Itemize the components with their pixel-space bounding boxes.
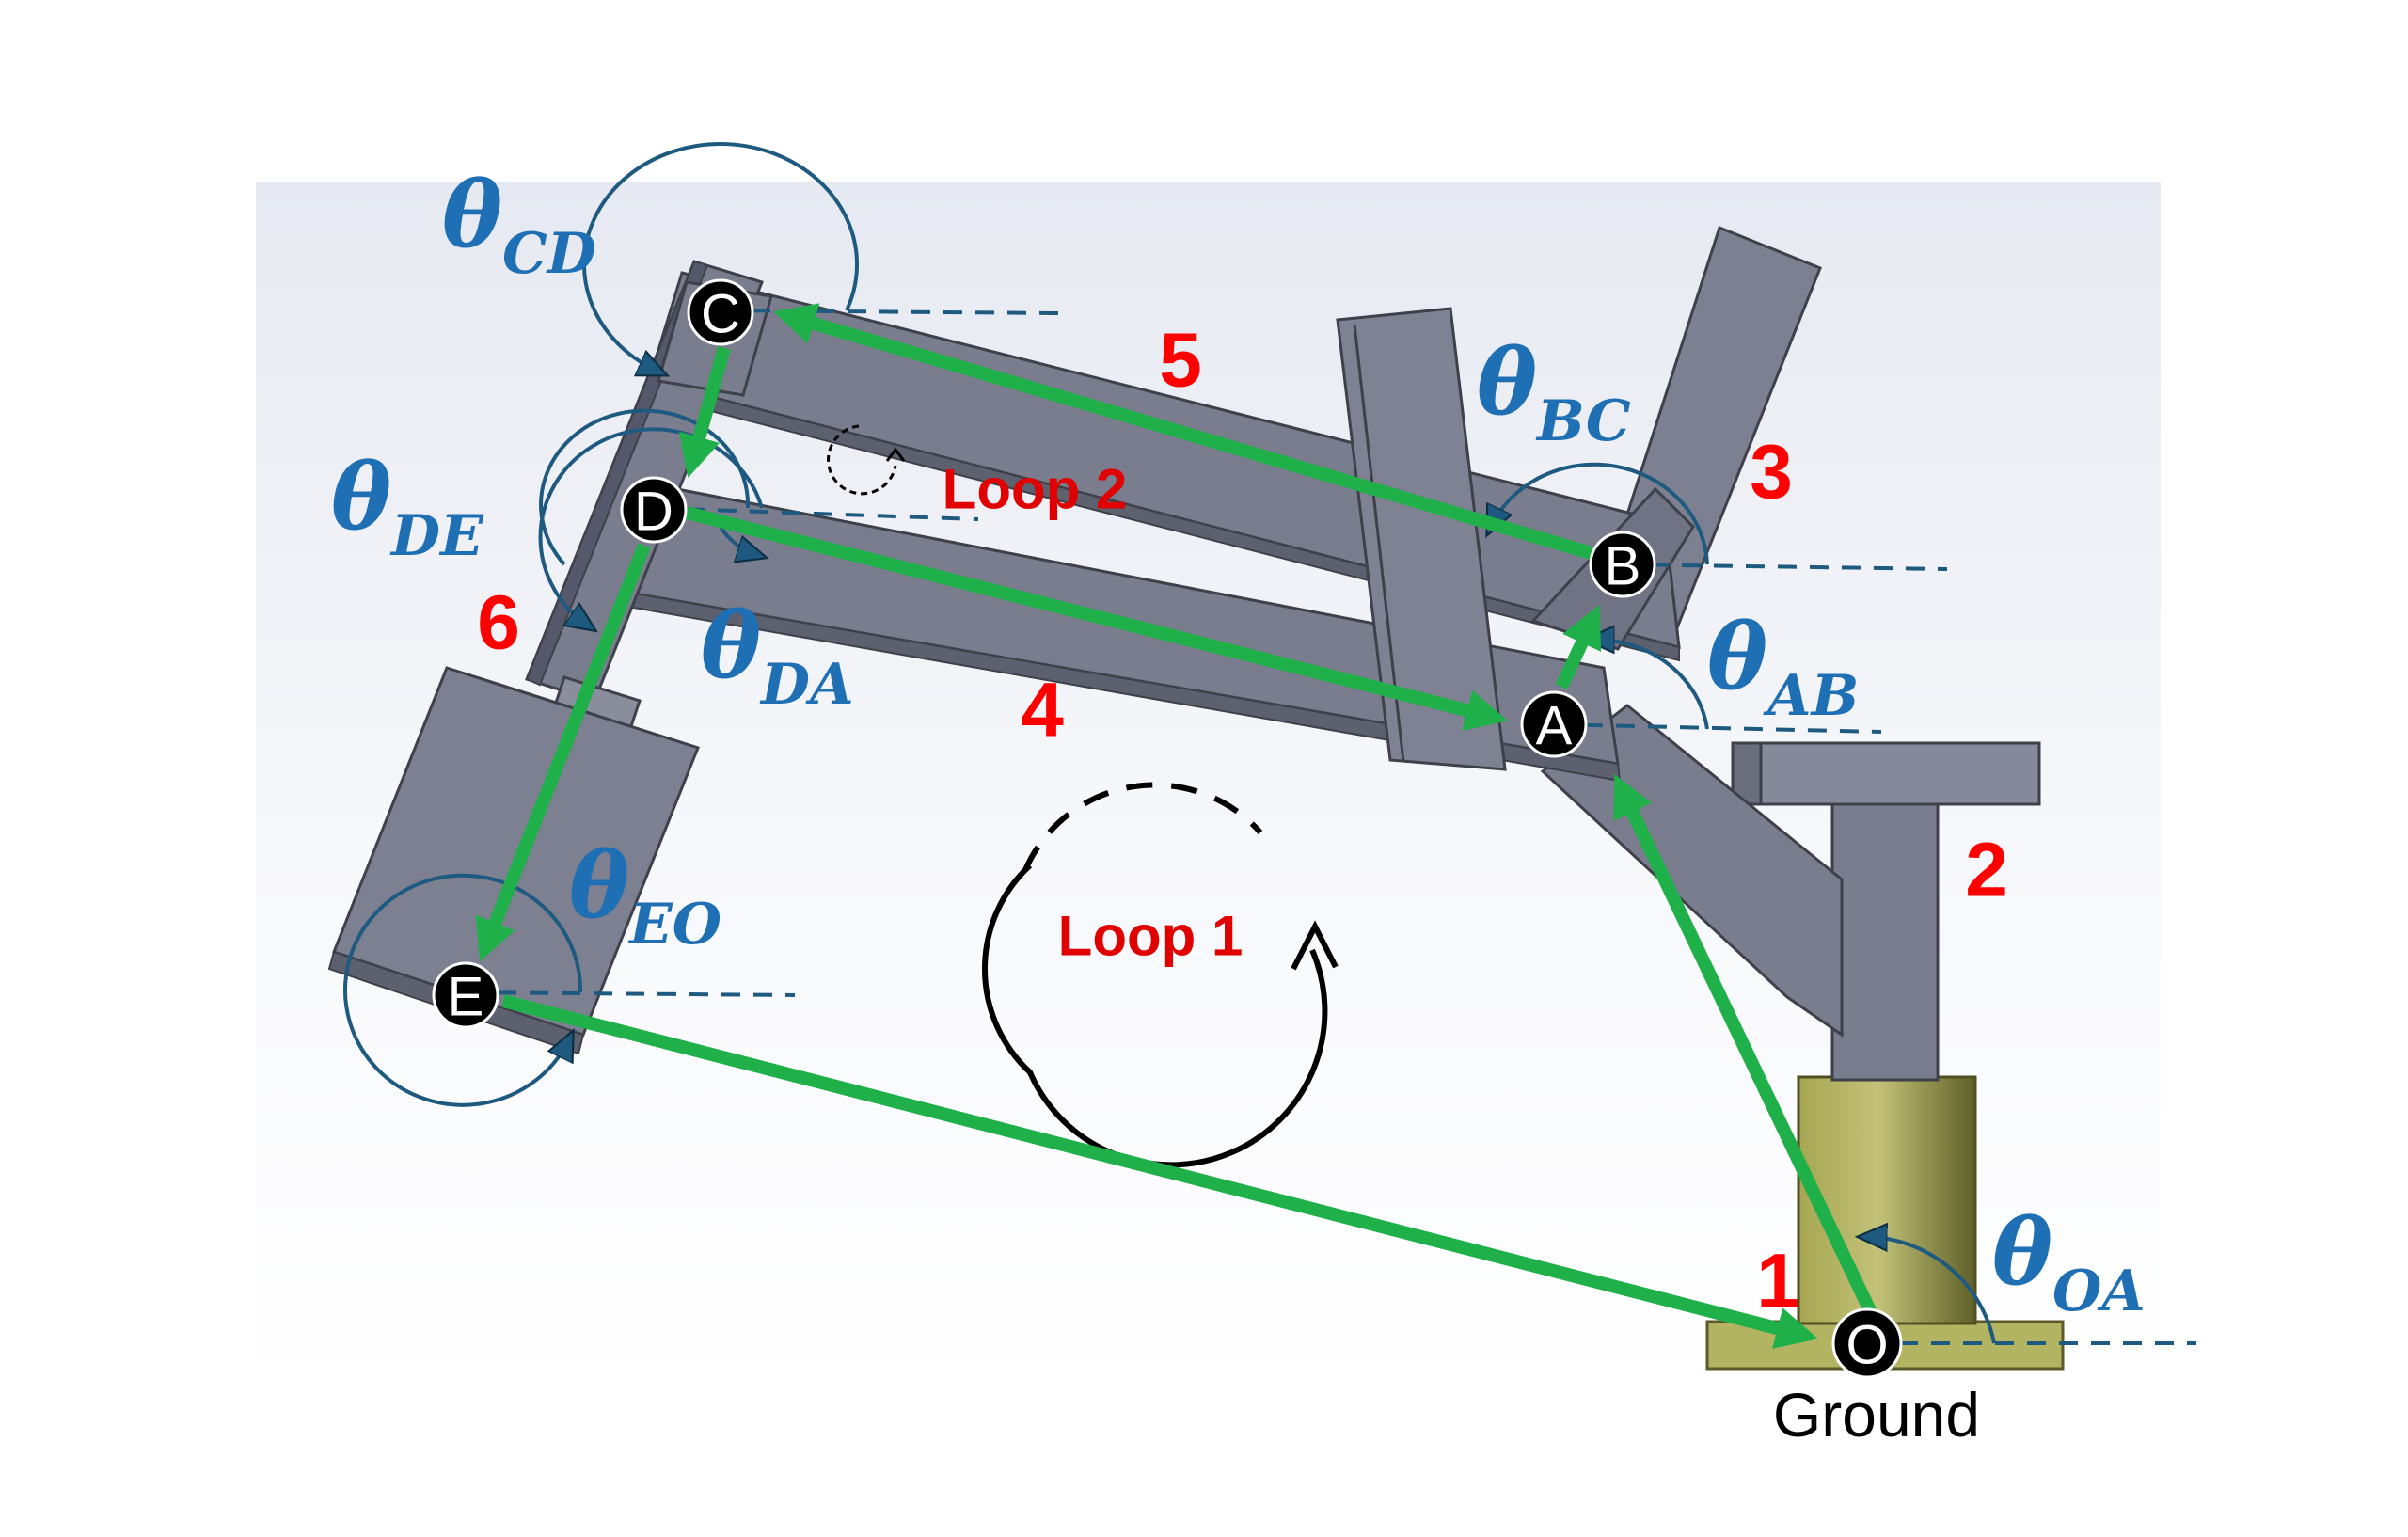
joint-o-label: O (1846, 1315, 1888, 1376)
joints: C D B A E O (432, 278, 1903, 1379)
theta-labels: θCD θDE θDA θBC θAB θEO θOA (331, 162, 2146, 1324)
angle-arcs (343, 142, 1996, 1344)
link-numbers: 1 2 3 4 5 6 (477, 318, 2008, 1324)
vector-B-to-C (773, 303, 1615, 566)
column (1830, 798, 1940, 1082)
loop1-arrow-dashed (1022, 782, 1263, 872)
joint-d: D (620, 476, 688, 544)
link-number-2: 2 (1965, 828, 2008, 913)
joint-c-label: C (701, 284, 740, 345)
theta-bc-label: θBC (1477, 329, 1631, 454)
loop2-arrowhead (885, 447, 906, 462)
joint-a: A (1520, 690, 1588, 758)
vector-C-to-D (678, 346, 731, 478)
loop2-arrow (827, 424, 897, 496)
joint-d-label: D (634, 482, 673, 543)
ground-label: Ground (1773, 1380, 1980, 1450)
loop2-label: Loop 2 (943, 458, 1128, 521)
theta-cd-label: θCD (442, 162, 596, 287)
vector-O-to-A (1613, 773, 1883, 1328)
link-number-6: 6 (477, 580, 520, 666)
theta-oa-label: θOA (1992, 1199, 2146, 1324)
crossing-bar (1336, 307, 1507, 771)
joint-b-label: B (1605, 536, 1641, 597)
arc-theta-ab (1594, 640, 1709, 730)
arc-theta-bc (1491, 462, 1709, 565)
vector-D-to-E (475, 543, 651, 962)
joint-a-label: A (1536, 696, 1573, 757)
theta-da-label: θDA (701, 593, 854, 718)
top-plate (1731, 741, 2041, 806)
joint-b: B (1589, 531, 1656, 598)
joint-e: E (432, 961, 499, 1029)
base-cylinder (1797, 1075, 1977, 1325)
vector-E-to-O (501, 994, 1819, 1349)
vector-D-to-A (685, 506, 1509, 732)
joint-e-label: E (448, 967, 484, 1028)
arc-theta-eo (343, 873, 583, 1107)
theta-de-label: θDE (331, 444, 484, 569)
arc-theta-de (538, 427, 764, 626)
loop1-arrowhead (1291, 920, 1339, 971)
link-number-4: 4 (1021, 668, 1064, 753)
link-number-1: 1 (1756, 1239, 1799, 1324)
arc-theta-cd (582, 142, 859, 372)
arc-theta-oa (1867, 1237, 1996, 1344)
joint-o: O (1831, 1307, 1903, 1379)
link-number-3: 3 (1750, 430, 1793, 515)
link-number-5: 5 (1159, 318, 1202, 404)
joint-c: C (687, 278, 754, 346)
theta-ab-label: θAB (1707, 604, 1859, 729)
arc-theta-de-inner (539, 408, 751, 566)
reference-lines (465, 309, 2196, 1345)
theta-eo-label: θEO (569, 832, 721, 958)
vector-A-to-B (1555, 604, 1602, 689)
loop1-label: Loop 1 (1058, 905, 1244, 968)
position-vectors (475, 303, 1883, 1349)
